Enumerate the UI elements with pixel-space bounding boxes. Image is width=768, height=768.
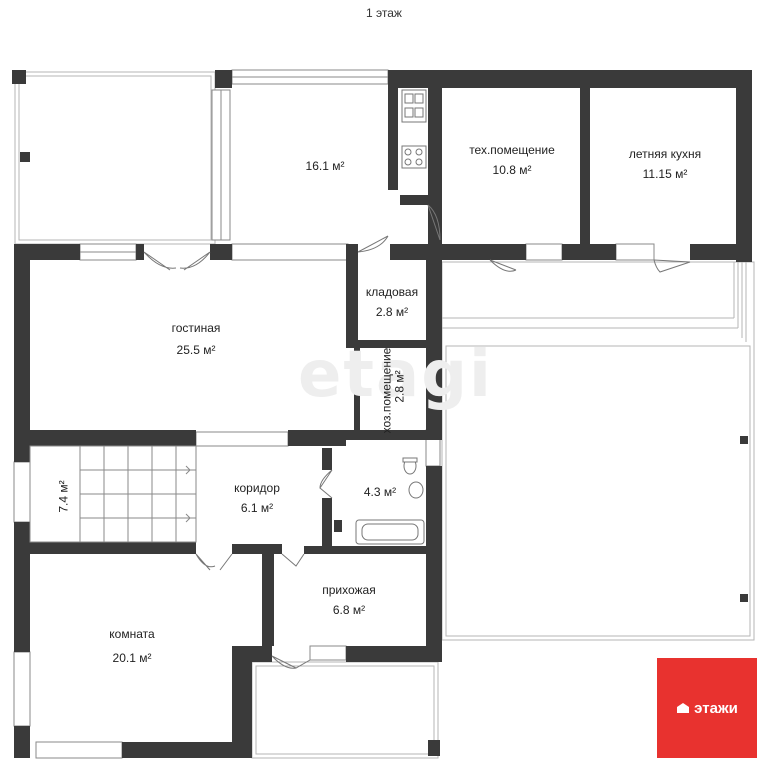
fixtures: [334, 89, 427, 545]
corridor-area: 6.1 м²: [240, 501, 274, 515]
stairs-area: 7.4 м²: [56, 480, 71, 513]
kitchen-area: 16.1 м²: [305, 159, 345, 173]
room-name: комната: [109, 627, 155, 641]
utility-room-area: 2.8 м²: [392, 370, 407, 403]
terraces: [14, 71, 755, 759]
walls: [12, 70, 752, 758]
summer-kitchen-area: 11.15 м²: [642, 167, 688, 181]
pantry-area: 2.8 м²: [375, 305, 409, 319]
corridor-name: коридор: [234, 481, 280, 495]
floor-title: 1 этаж: [366, 6, 402, 20]
watermark: etagi: [298, 338, 493, 412]
room-area: 20.1 м²: [112, 651, 152, 665]
tech-room-name: тех.помещение: [469, 143, 555, 157]
hall-name: прихожая: [322, 583, 376, 597]
brand-logo: этажи: [657, 658, 757, 758]
summer-kitchen-name: летняя кухня: [628, 147, 702, 161]
bathroom-area: 4.3 м²: [363, 485, 397, 499]
doors: [143, 204, 691, 669]
pantry-name: кладовая: [365, 285, 419, 299]
tech-room-area: 10.8 м²: [492, 163, 532, 177]
staircase: [29, 445, 197, 543]
brand-name: этажи: [694, 699, 738, 717]
house-icon: [677, 703, 690, 713]
living-room-name: гостиная: [171, 321, 221, 335]
hall-area: 6.8 м²: [332, 603, 366, 617]
living-room-area: 25.5 м²: [176, 343, 216, 357]
